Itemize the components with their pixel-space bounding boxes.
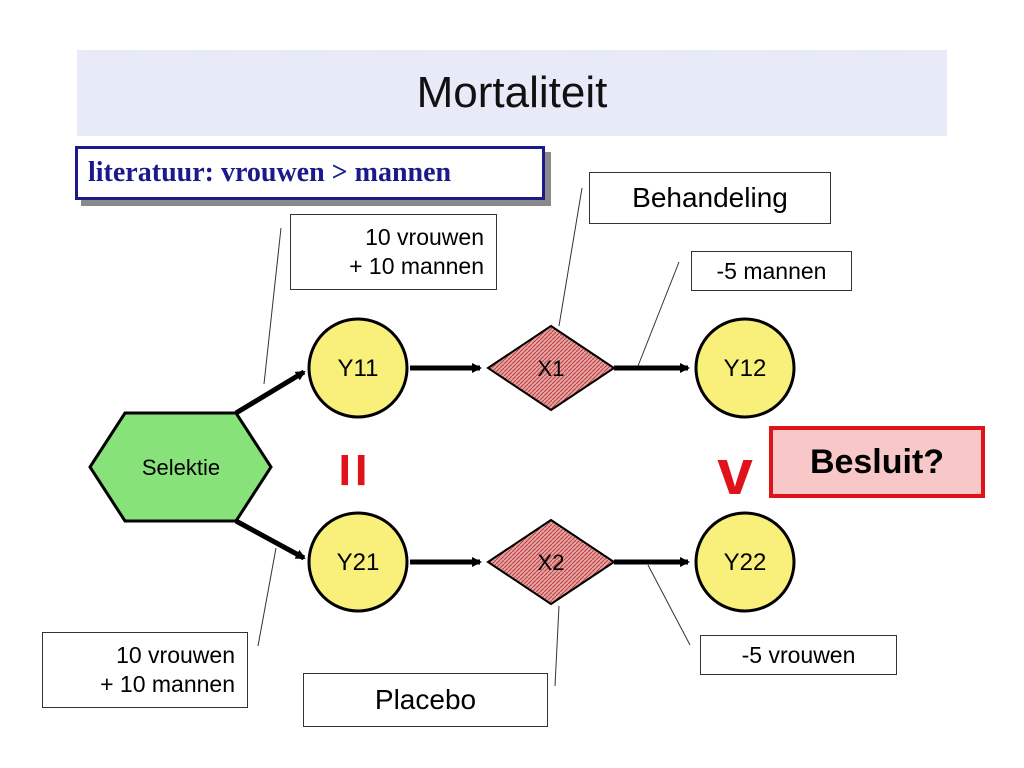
callout-bottom-group-line2: + 10 mannen [100, 671, 235, 697]
node-y12-label: Y12 [724, 355, 767, 382]
selection-hexagon [88, 411, 273, 523]
literature-note: literatuur: vrouwen > mannen [75, 146, 545, 200]
greater-than-sign: v [717, 436, 753, 508]
callout-minus-women-text: -5 vrouwen [741, 641, 856, 668]
node-y21 [307, 511, 409, 613]
callout-treatment: Behandeling [589, 172, 831, 224]
callout-minus-women: -5 vrouwen [700, 635, 897, 675]
leader-line-minus-men [637, 261, 680, 367]
leader-line-bottom-group [257, 547, 277, 647]
callout-top-group: 10 vrouwen + 10 mannen [290, 214, 497, 290]
leader-line-placebo [554, 605, 560, 687]
node-y11-label: Y11 [338, 355, 379, 382]
node-y21-label: Y21 [337, 549, 380, 576]
callout-placebo-text: Placebo [374, 684, 477, 715]
decision-box: Besluit? [769, 426, 985, 498]
callout-bottom-group: 10 vrouwen + 10 mannen [42, 632, 248, 708]
intervention-x1-label: X1 [538, 356, 565, 381]
node-y11 [307, 317, 409, 419]
title-bar: Mortaliteit [77, 50, 947, 136]
callout-top-group-line1: 10 vrouwen [365, 224, 484, 251]
callout-minus-men: -5 mannen [691, 251, 852, 291]
intervention-x2-diamond [486, 518, 616, 606]
intervention-x2-label: X2 [538, 550, 565, 575]
leader-line-minus-women [647, 564, 691, 646]
arrow-selektie-y11 [234, 369, 306, 416]
callout-placebo: Placebo [303, 673, 548, 727]
intervention-x1-diamond [486, 324, 616, 412]
decision-label: Besluit? [809, 442, 945, 481]
node-y22 [694, 511, 796, 613]
node-y12 [694, 317, 796, 419]
literature-note-text: literatuur: vrouwen > mannen [88, 157, 452, 188]
callout-minus-men-text: -5 mannen [716, 257, 827, 284]
arrow-selektie-y21 [234, 518, 306, 561]
node-y22-label: Y22 [724, 549, 767, 576]
callout-bottom-group-line1: 10 vrouwen [116, 642, 235, 669]
callout-top-group-line2: + 10 mannen [349, 253, 484, 279]
selection-label: Selektie [142, 455, 220, 480]
leader-line-treatment [558, 187, 583, 327]
callout-treatment-text: Behandeling [632, 182, 788, 213]
page-title: Mortaliteit [416, 68, 608, 117]
equal-sign: = [320, 452, 387, 487]
leader-line-top-group [263, 227, 282, 385]
